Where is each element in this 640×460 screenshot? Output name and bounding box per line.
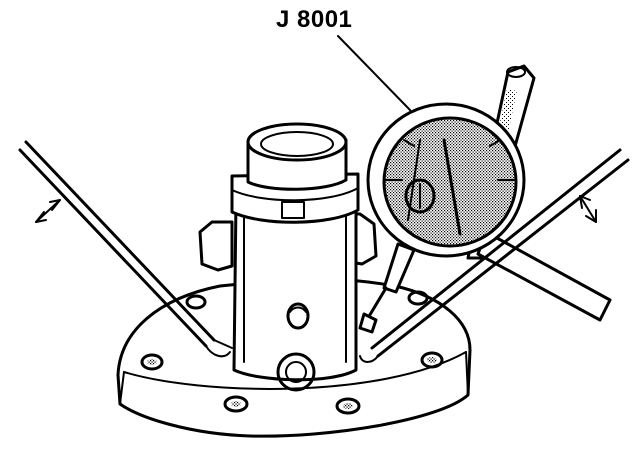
callout-leader-line xyxy=(337,35,411,111)
vent-hole xyxy=(286,302,310,330)
pry-bar-right xyxy=(359,148,630,363)
housing-bore xyxy=(246,122,348,162)
bolt-hole xyxy=(335,397,361,415)
tool-callout-label: J 8001 xyxy=(276,6,353,33)
motion-arrow-icon xyxy=(579,195,597,223)
flange-bolt-holes xyxy=(140,290,444,415)
bolt-hole xyxy=(140,353,164,371)
gauge-crossbar xyxy=(476,230,612,322)
dial-indicator xyxy=(358,102,526,334)
dial-needle xyxy=(442,138,462,236)
revolution-counter xyxy=(404,178,436,214)
bolt-hole xyxy=(223,395,249,413)
bolt-hole xyxy=(185,294,207,310)
pry-bar-left xyxy=(18,140,233,358)
bolt-hole xyxy=(407,290,429,306)
center-bore xyxy=(276,352,316,392)
bolt-hole xyxy=(420,351,444,369)
differential-housing xyxy=(230,122,360,392)
indicator-plunger xyxy=(366,286,388,320)
